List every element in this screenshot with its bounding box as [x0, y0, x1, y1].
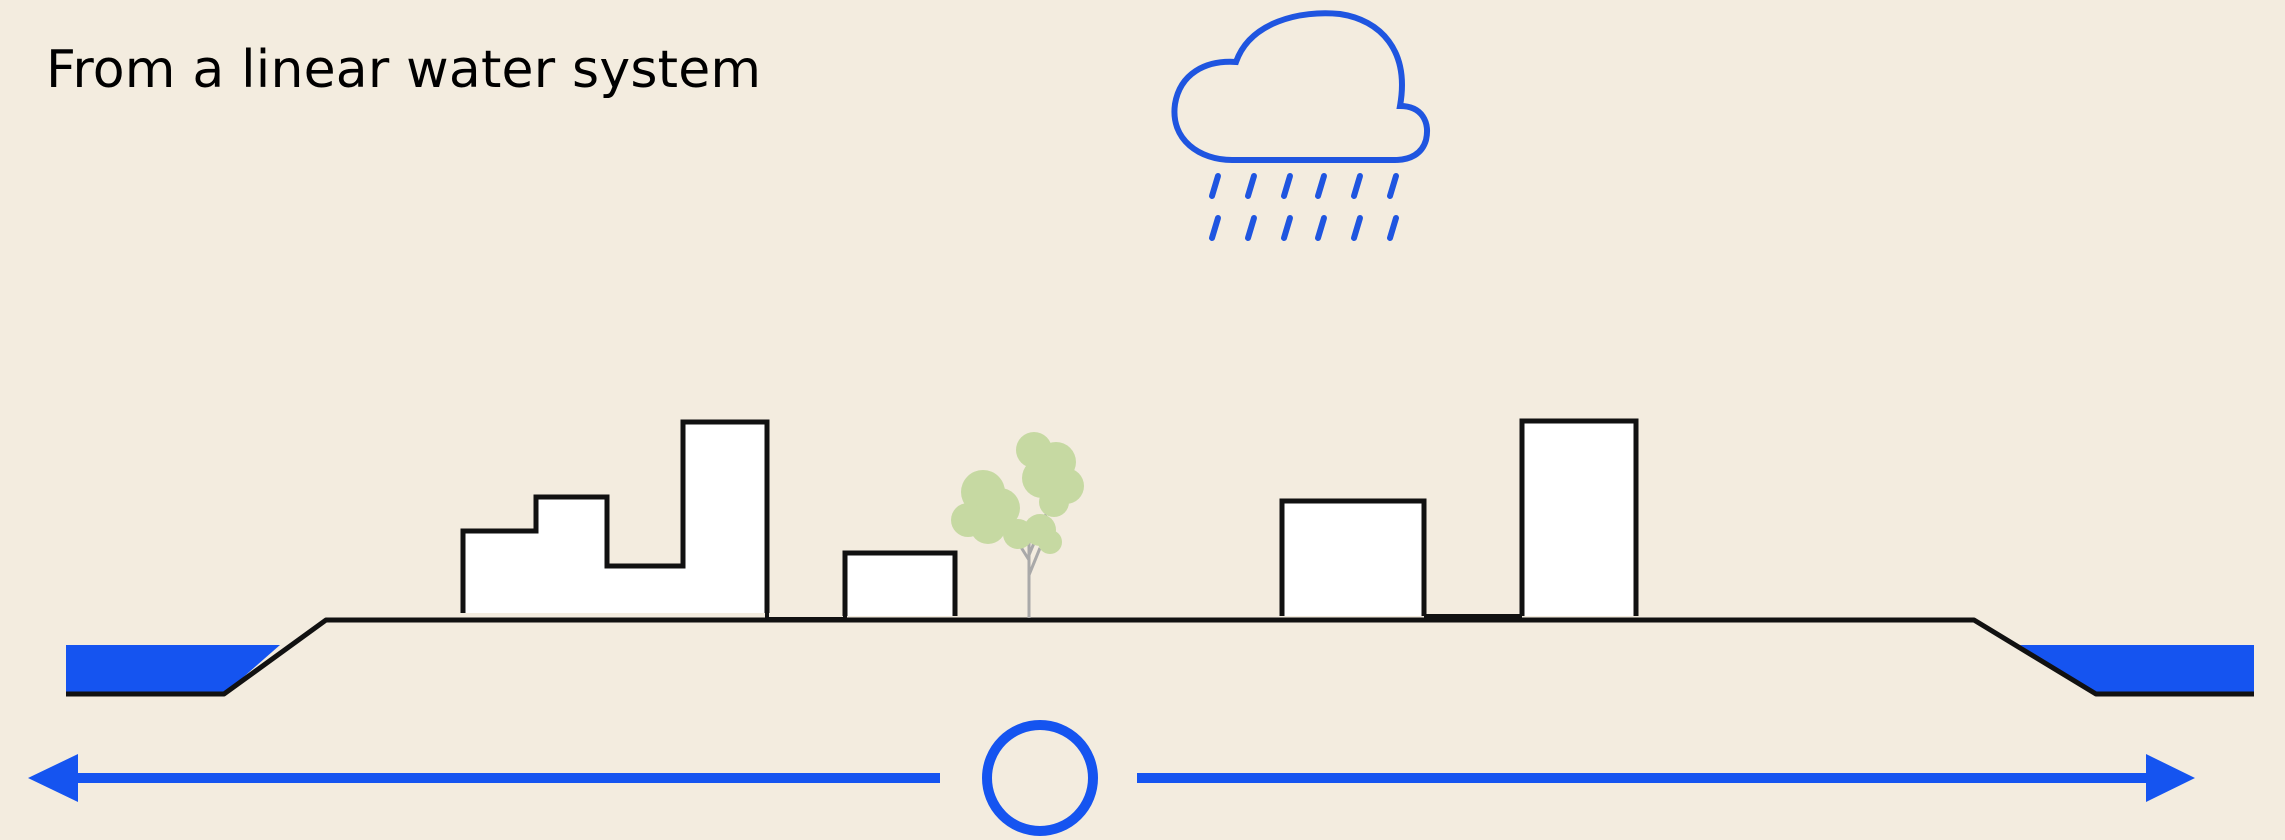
building-outline [1522, 421, 1636, 616]
building-outline [845, 553, 955, 616]
rain-drop [1390, 218, 1396, 238]
rain-drop [1212, 218, 1218, 238]
leaf-cluster [970, 508, 1006, 544]
rain-drop [1212, 176, 1218, 196]
circle-icon [987, 725, 1093, 831]
tree-foliage [951, 432, 1084, 554]
rain-cloud-icon [1174, 13, 1427, 238]
ground-line [66, 620, 2254, 694]
rain-drop [1284, 176, 1290, 196]
rain-drop [1318, 176, 1324, 196]
rain-drop [1354, 176, 1360, 196]
rain-drop [1248, 176, 1254, 196]
tree-icon [951, 432, 1084, 618]
building-outline [463, 422, 767, 613]
building-tall [1522, 421, 1636, 616]
building-stepped [463, 422, 767, 613]
rain-drop [1284, 218, 1290, 238]
ground-gap-link [767, 613, 845, 619]
arrow-right-icon [2146, 754, 2195, 802]
rain-drop [1318, 218, 1324, 238]
rain-drop [1248, 218, 1254, 238]
building-low [845, 553, 955, 616]
building-mid [1282, 501, 1424, 616]
water-left-fill [66, 645, 280, 694]
rain-drop [1354, 218, 1360, 238]
flow-arrow-left [28, 754, 940, 802]
flow-arrow-right [1137, 754, 2195, 802]
water-left [66, 645, 280, 694]
leaf-cluster [1038, 530, 1062, 554]
rain-drops [1212, 176, 1396, 238]
rain-drop [1390, 176, 1396, 196]
leaf-cluster [1039, 487, 1069, 517]
building-outline [1282, 501, 1424, 616]
arrow-left-icon [28, 754, 78, 802]
cloud-outline [1174, 13, 1427, 160]
